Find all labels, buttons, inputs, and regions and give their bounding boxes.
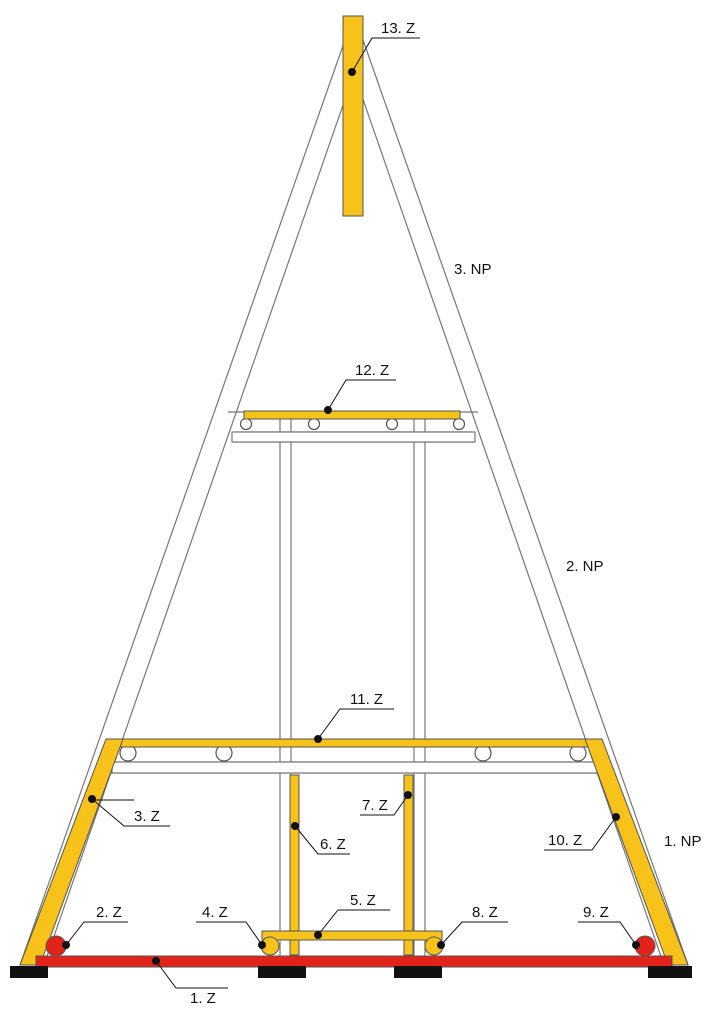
- foot-4: [648, 966, 692, 978]
- roller-upper-3: [385, 417, 399, 431]
- member-13-mast: [342, 15, 364, 217]
- label-np2: 2. NP: [566, 558, 604, 575]
- member-10-right-leg: [584, 738, 689, 966]
- label-7: 7. Z: [362, 797, 388, 814]
- label-13: 13. Z: [381, 20, 415, 37]
- roller-upper-1: [239, 417, 253, 431]
- label-5: 5. Z: [350, 892, 376, 909]
- roller-upper-2: [307, 417, 321, 431]
- dot-1: [152, 957, 160, 965]
- dot-6: [291, 822, 299, 830]
- leader-7: [360, 794, 409, 816]
- leader-dots: [62, 68, 640, 965]
- dot-2: [62, 941, 70, 949]
- label-11: 11. Z: [350, 691, 383, 708]
- left-leg-inner-line: [43, 61, 359, 966]
- label-1: 1. Z: [190, 990, 216, 1007]
- dot-8: [437, 941, 445, 949]
- label-4: 4. Z: [202, 904, 228, 921]
- leader-13: [351, 37, 420, 73]
- leader-4: [196, 921, 263, 946]
- member-12-beam: [243, 410, 461, 420]
- right-leg-inner-line: [349, 61, 665, 966]
- labels: 13. Z 12. Z 11. Z 3. Z 10. Z 6. Z 7. Z 5…: [96, 20, 702, 1007]
- member-3-left-leg: [19, 738, 124, 966]
- leader-1: [155, 960, 228, 989]
- foot-3: [394, 966, 442, 978]
- rollers: [119, 417, 587, 762]
- leader-3: [91, 798, 170, 827]
- leader-9: [578, 921, 637, 946]
- dot-9: [632, 941, 640, 949]
- right-leg-outer-line: [355, 19, 689, 966]
- label-10: 10. Z: [548, 832, 582, 849]
- label-2: 2. Z: [96, 904, 122, 921]
- dot-13: [348, 68, 356, 76]
- leader-8: [440, 921, 508, 946]
- dot-12: [324, 406, 332, 414]
- dot-7: [404, 791, 412, 799]
- leader-11: [317, 708, 394, 740]
- dot-5: [314, 931, 322, 939]
- dot-11: [314, 735, 322, 743]
- frame-fills: [111, 431, 599, 774]
- left-leg-outer-line: [19, 19, 353, 966]
- leader-2: [65, 921, 128, 946]
- label-np3: 3. NP: [454, 261, 492, 278]
- member-11-beam: [117, 738, 593, 748]
- leaders: [65, 37, 637, 989]
- label-6: 6. Z: [320, 836, 346, 853]
- feet: [10, 966, 692, 978]
- dot-10: [612, 813, 620, 821]
- red-members: [35, 935, 673, 968]
- label-8: 8. Z: [472, 904, 498, 921]
- label-12: 12. Z: [355, 362, 389, 379]
- foot-2: [258, 966, 306, 978]
- leader-6: [294, 825, 350, 855]
- roller-upper-4: [452, 417, 466, 431]
- member-1-base-beam: [35, 955, 673, 968]
- upper-frame-beam: [231, 431, 476, 443]
- member-5-crossbeam: [261, 930, 443, 941]
- label-9: 9. Z: [583, 904, 609, 921]
- leader-5: [317, 909, 390, 936]
- member-6-vertical: [289, 774, 300, 956]
- label-3: 3. Z: [134, 808, 160, 825]
- dot-4: [258, 941, 266, 949]
- member-7-vertical: [403, 774, 414, 956]
- lower-frame-beam: [111, 761, 599, 774]
- dot-3: [88, 795, 96, 803]
- leader-12: [327, 379, 396, 411]
- yellow-members: [19, 15, 689, 966]
- foot-1: [10, 966, 48, 978]
- leader-10: [544, 816, 617, 851]
- label-np1: 1. NP: [664, 833, 702, 850]
